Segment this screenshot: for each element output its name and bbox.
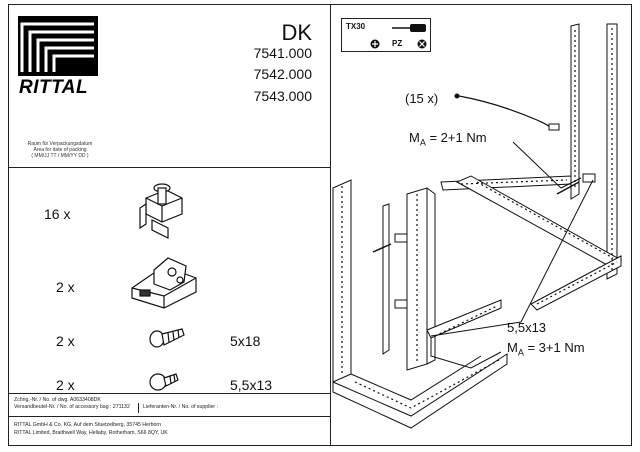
torque-label-2: MA = 3+1 Nm (507, 340, 585, 358)
rittal-logo (18, 16, 98, 106)
screw-size-callout: 5,5x13 (507, 320, 547, 335)
packing-note-line: Raum für Verpackungsdatum (27, 141, 93, 147)
model-number: 7541.000 (253, 45, 312, 61)
torque-subscript: A (517, 347, 524, 358)
torque-symbol: M (409, 130, 420, 145)
address-germany: RITTAL GmbH & Co. KG, Auf dem Stuetzelbe… (14, 422, 162, 428)
torque-symbol: M (507, 340, 518, 355)
screw-5-5x13-icon (149, 373, 179, 391)
torque-label-1: MA = 2+1 Nm (409, 130, 487, 148)
screw-size: 5x18 (230, 333, 261, 349)
screwdriver-icon (392, 24, 426, 32)
packing-date-area: Raum für Verpackungsdatum Area for date … (8, 141, 112, 159)
part-quantity: 2 x (56, 333, 75, 349)
enclosure-assembly-drawing (332, 23, 623, 429)
screw-size: 5,5x13 (230, 377, 273, 393)
tool-indicator-box: TX30 PZ (341, 18, 431, 52)
parts-list: 16 x 2 x (8, 167, 330, 394)
drawing-number: Zchng.-Nr. / No. of dwg. A0633408DK (14, 397, 101, 403)
sheet-border (8, 4, 632, 446)
address-uk: RITTAL Limited, Braithwell Way, Hellaby,… (14, 430, 168, 436)
part-quantity: 16 x (44, 206, 71, 222)
clip-nut-icon (139, 183, 183, 239)
screw-count-label: (15 x) (405, 91, 439, 106)
model-number: 7543.000 (253, 88, 312, 104)
accessory-bag-number: Versandbeutel-Nr. / No. of accessory bag… (14, 404, 130, 410)
packing-note-line: Area for date of packing (33, 147, 87, 153)
packing-note-line: ( MM/JJ TT / MM/YY DD ) (31, 153, 89, 159)
screw-5x18-icon (149, 328, 185, 348)
model-number: 7542.000 (253, 66, 312, 82)
part-quantity: 2 x (56, 377, 75, 393)
torque-value: = 2+1 Nm (425, 130, 487, 145)
torx-head-icon (370, 39, 380, 49)
footer-separator (8, 416, 330, 417)
pozidriv-head-icon (417, 39, 427, 49)
right-panel: TX30 PZ (330, 4, 632, 446)
supplier-number: Lieferanten-Nr. / No. of supplier : (143, 404, 218, 410)
logo-grid-icon (18, 16, 98, 76)
footer-divider (138, 403, 139, 413)
logo-wordmark: RITTAL (19, 77, 89, 98)
product-code: DK (281, 20, 312, 45)
left-panel: RITTAL DK 7541.000 7542.000 7543.000 Rau… (8, 4, 330, 446)
pozidriv-label: PZ (392, 39, 403, 48)
torque-subscript: A (419, 137, 426, 148)
part-quantity: 2 x (56, 279, 75, 295)
mounting-bracket-icon (131, 257, 197, 309)
torque-value: = 3+1 Nm (523, 340, 585, 355)
torx-label: TX30 (346, 22, 366, 31)
